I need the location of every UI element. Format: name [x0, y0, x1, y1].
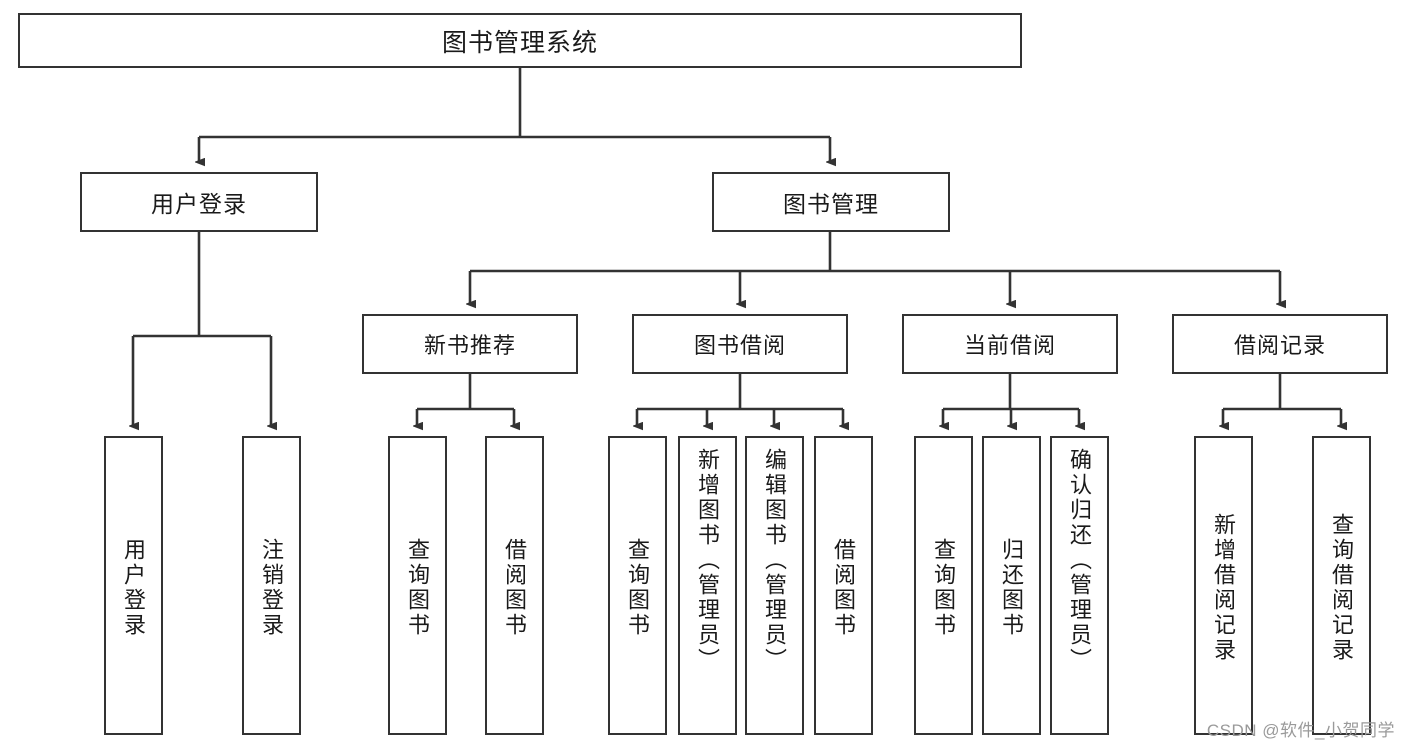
node-leaf-query-record-label: 查询借阅记录 [1329, 512, 1355, 663]
node-leaf-query-book-1[interactable]: 查询图书 [388, 436, 447, 735]
node-leaf-query-book-2-label: 查询图书 [625, 537, 651, 638]
node-leaf-borrow-book-1[interactable]: 借阅图书 [485, 436, 544, 735]
node-current-borrow[interactable]: 当前借阅 [902, 314, 1118, 374]
node-leaf-user-login-label: 用户登录 [121, 537, 147, 638]
watermark: CSDN @软件_小贺同学 [1206, 721, 1395, 740]
node-leaf-confirm-return[interactable]: 确认归还（管理员） [1050, 436, 1109, 735]
node-book-borrow[interactable]: 图书借阅 [632, 314, 848, 374]
node-book-manage-label: 图书管理 [783, 191, 879, 217]
node-leaf-borrow-book-2[interactable]: 借阅图书 [814, 436, 873, 735]
node-book-borrow-label: 图书借阅 [693, 333, 786, 358]
node-leaf-edit-book[interactable]: 编辑图书（管理员） [745, 436, 804, 735]
node-leaf-add-book[interactable]: 新增图书（管理员） [678, 436, 737, 735]
node-user-login-label: 用户登录 [151, 191, 247, 217]
node-new-book-recommend[interactable]: 新书推荐 [362, 314, 578, 374]
node-leaf-add-record-label: 新增借阅记录 [1211, 512, 1237, 663]
node-root-label: 图书管理系统 [441, 28, 598, 57]
node-leaf-logout[interactable]: 注销登录 [242, 436, 301, 735]
node-root[interactable]: 图书管理系统 [18, 13, 1022, 68]
node-leaf-borrow-book-1-label: 借阅图书 [502, 537, 528, 638]
node-new-book-recommend-label: 新书推荐 [423, 333, 516, 358]
node-leaf-add-record[interactable]: 新增借阅记录 [1194, 436, 1253, 735]
node-leaf-logout-label: 注销登录 [259, 537, 285, 638]
node-borrow-record[interactable]: 借阅记录 [1172, 314, 1388, 374]
node-leaf-confirm-return-label: 确认归还（管理员） [1067, 448, 1093, 673]
node-leaf-add-book-label: 新增图书（管理员） [695, 448, 721, 673]
node-leaf-query-book-3-label: 查询图书 [931, 537, 957, 638]
node-leaf-query-record[interactable]: 查询借阅记录 [1312, 436, 1371, 735]
node-leaf-return-book[interactable]: 归还图书 [982, 436, 1041, 735]
node-leaf-borrow-book-2-label: 借阅图书 [831, 537, 857, 638]
node-leaf-query-book-1-label: 查询图书 [405, 537, 431, 638]
node-leaf-user-login[interactable]: 用户登录 [104, 436, 163, 735]
node-leaf-return-book-label: 归还图书 [999, 537, 1025, 638]
node-leaf-edit-book-label: 编辑图书（管理员） [762, 448, 788, 673]
node-leaf-query-book-2[interactable]: 查询图书 [608, 436, 667, 735]
node-user-login[interactable]: 用户登录 [80, 172, 318, 232]
node-book-manage[interactable]: 图书管理 [712, 172, 950, 232]
node-current-borrow-label: 当前借阅 [963, 333, 1056, 358]
node-borrow-record-label: 借阅记录 [1233, 333, 1326, 358]
node-leaf-query-book-3[interactable]: 查询图书 [914, 436, 973, 735]
